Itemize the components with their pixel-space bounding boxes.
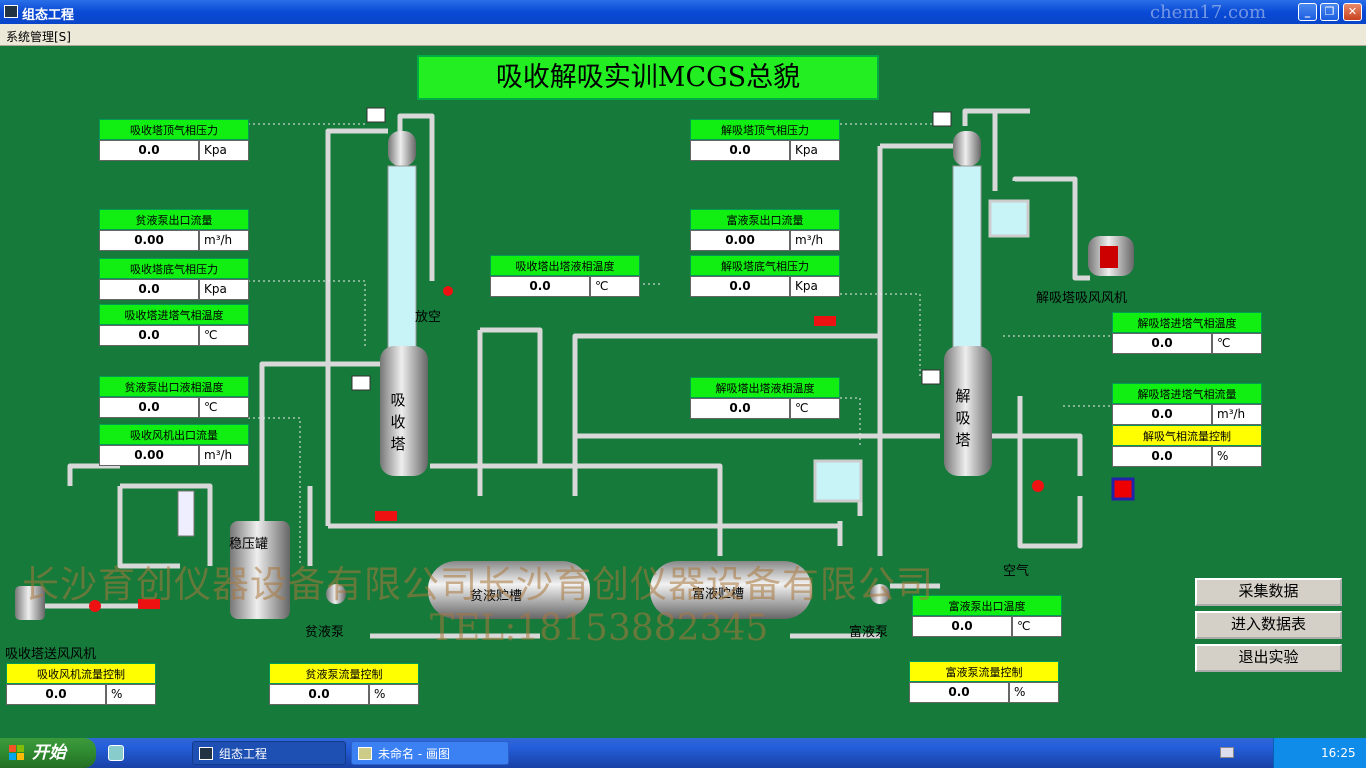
- collect-data-button[interactable]: 采集数据: [1195, 578, 1342, 606]
- desorption-tower: [944, 131, 992, 476]
- lean-pump-body: [326, 584, 346, 604]
- panel-rich-pump-flow: 富液泵出口流量 0.00 m³/h: [690, 209, 840, 251]
- panel-des-outlet-liq-temp: 解吸塔出塔液相温度 0.0 ℃: [690, 377, 840, 419]
- task-paint-label: 未命名 - 画图: [378, 747, 450, 761]
- panel-des-inlet-gas-temp: 解吸塔进塔气相温度 0.0 ℃: [1112, 312, 1262, 354]
- mcgs-app-icon: [199, 747, 213, 760]
- keyboard-icon[interactable]: [1220, 747, 1234, 758]
- rich-tank-label: 富液贮槽: [692, 587, 745, 602]
- panel-lean-pump-flow: 贫液泵出口流量 0.00 m³/h: [99, 209, 249, 251]
- company-watermark: 长沙育创仪器设备有限公司长沙育创仪器设备有限公司: [22, 563, 934, 606]
- windows-logo-icon: [9, 745, 24, 760]
- restore-button[interactable]: ❐: [1320, 3, 1339, 21]
- page-title: 吸收解吸实训MCGS总貌: [417, 55, 879, 100]
- process-diagram: [15, 107, 1135, 639]
- start-button[interactable]: 开始: [0, 738, 96, 768]
- close-button[interactable]: ✕: [1343, 3, 1362, 21]
- absorption-tower-label: 吸收塔: [390, 391, 406, 453]
- paint-app-icon: [358, 747, 372, 760]
- panel-des-air-flow-ctrl[interactable]: 解吸气相流量控制 0.0 %: [1112, 425, 1262, 467]
- rich-pump-body: [870, 584, 890, 604]
- panel-lean-pump-temp: 贫液泵出口液相温度 0.0 ℃: [99, 376, 249, 418]
- panel-abs-fan-flow-ctrl[interactable]: 吸收风机流量控制 0.0 %: [6, 663, 156, 705]
- desorption-fan-label: 解吸塔吸风风机: [1036, 291, 1128, 306]
- panel-abs-top-pressure: 吸收塔顶气相压力 0.0 Kpa: [99, 119, 249, 161]
- clock: 16:25: [1321, 746, 1356, 760]
- quicklaunch-icon[interactable]: [108, 745, 124, 761]
- vent-label: 放空: [415, 310, 442, 325]
- panel-abs-inlet-gas-temp: 吸收塔进塔气相温度 0.0 ℃: [99, 304, 249, 346]
- lean-pump-label: 贫液泵: [305, 625, 345, 640]
- des-fan-motor: [1100, 246, 1118, 268]
- buffer-tank-label: 稳压罐: [229, 537, 269, 552]
- panel-des-top-pressure: 解吸塔顶气相压力 0.0 Kpa: [690, 119, 840, 161]
- task-mcgs-label: 组态工程: [219, 747, 268, 761]
- absorption-fan-label: 吸收塔送风风机: [5, 647, 97, 662]
- task-paint[interactable]: 未命名 - 画图: [351, 741, 509, 765]
- buffer-tank: [230, 521, 290, 619]
- panel-rich-pump-temp: 富液泵出口温度 0.0 ℃: [912, 595, 1062, 637]
- absorption-tower: [380, 131, 428, 476]
- panel-des-inlet-gas-flow: 解吸塔进塔气相流量 0.0 m³/h: [1112, 383, 1262, 425]
- watermark: chem17.com: [1150, 2, 1267, 23]
- window-title: 组态工程: [22, 8, 75, 23]
- panel-abs-fan-flow: 吸收风机出口流量 0.00 m³/h: [99, 424, 249, 466]
- task-mcgs[interactable]: 组态工程: [192, 741, 346, 765]
- menu-system[interactable]: 系统管理[S]: [6, 30, 71, 44]
- instrument-boxes: [351, 107, 952, 391]
- system-tray: [1273, 738, 1366, 768]
- menu-bar: 系统管理[S]: [0, 24, 1366, 46]
- tel-watermark: TEL:18153882345: [430, 608, 769, 649]
- heat-exchanger: [813, 459, 863, 503]
- abs-fan-body: [15, 586, 45, 620]
- panel-des-bottom-pressure: 解吸塔底气相压力 0.0 Kpa: [690, 255, 840, 297]
- lean-tank-label: 贫液贮槽: [470, 589, 523, 604]
- valves: [89, 286, 1044, 612]
- rich-pump-label: 富液泵: [849, 625, 889, 640]
- minimize-button[interactable]: _: [1298, 3, 1317, 21]
- rotameter: [177, 490, 195, 537]
- rich-tank-body: [650, 561, 812, 619]
- taskbar: 开始 组态工程 未命名 - 画图 16:25: [0, 738, 1366, 768]
- exit-button[interactable]: 退出实验: [1195, 644, 1342, 672]
- start-label: 开始: [32, 743, 66, 763]
- condenser: [988, 199, 1030, 238]
- panel-abs-bottom-pressure: 吸收塔底气相压力 0.0 Kpa: [99, 258, 249, 300]
- air-label: 空气: [1003, 564, 1030, 579]
- panel-rich-pump-flow-ctrl[interactable]: 富液泵流量控制 0.0 %: [909, 661, 1059, 703]
- desorption-tower-label: 解吸塔: [955, 387, 971, 449]
- panel-abs-outlet-liq-temp: 吸收塔出塔液相温度 0.0 ℃: [490, 255, 640, 297]
- process-canvas: 吸收解吸实训MCGS总貌: [0, 46, 1366, 738]
- app-icon: [4, 5, 18, 18]
- leader-lines: [248, 123, 1110, 566]
- lean-tank-body: [428, 561, 590, 619]
- heater-box: [1111, 477, 1135, 501]
- enter-table-button[interactable]: 进入数据表: [1195, 611, 1342, 639]
- window-titlebar: 组态工程 chem17.com _ ❐ ✕: [0, 0, 1366, 24]
- panel-lean-pump-flow-ctrl[interactable]: 贫液泵流量控制 0.0 %: [269, 663, 419, 705]
